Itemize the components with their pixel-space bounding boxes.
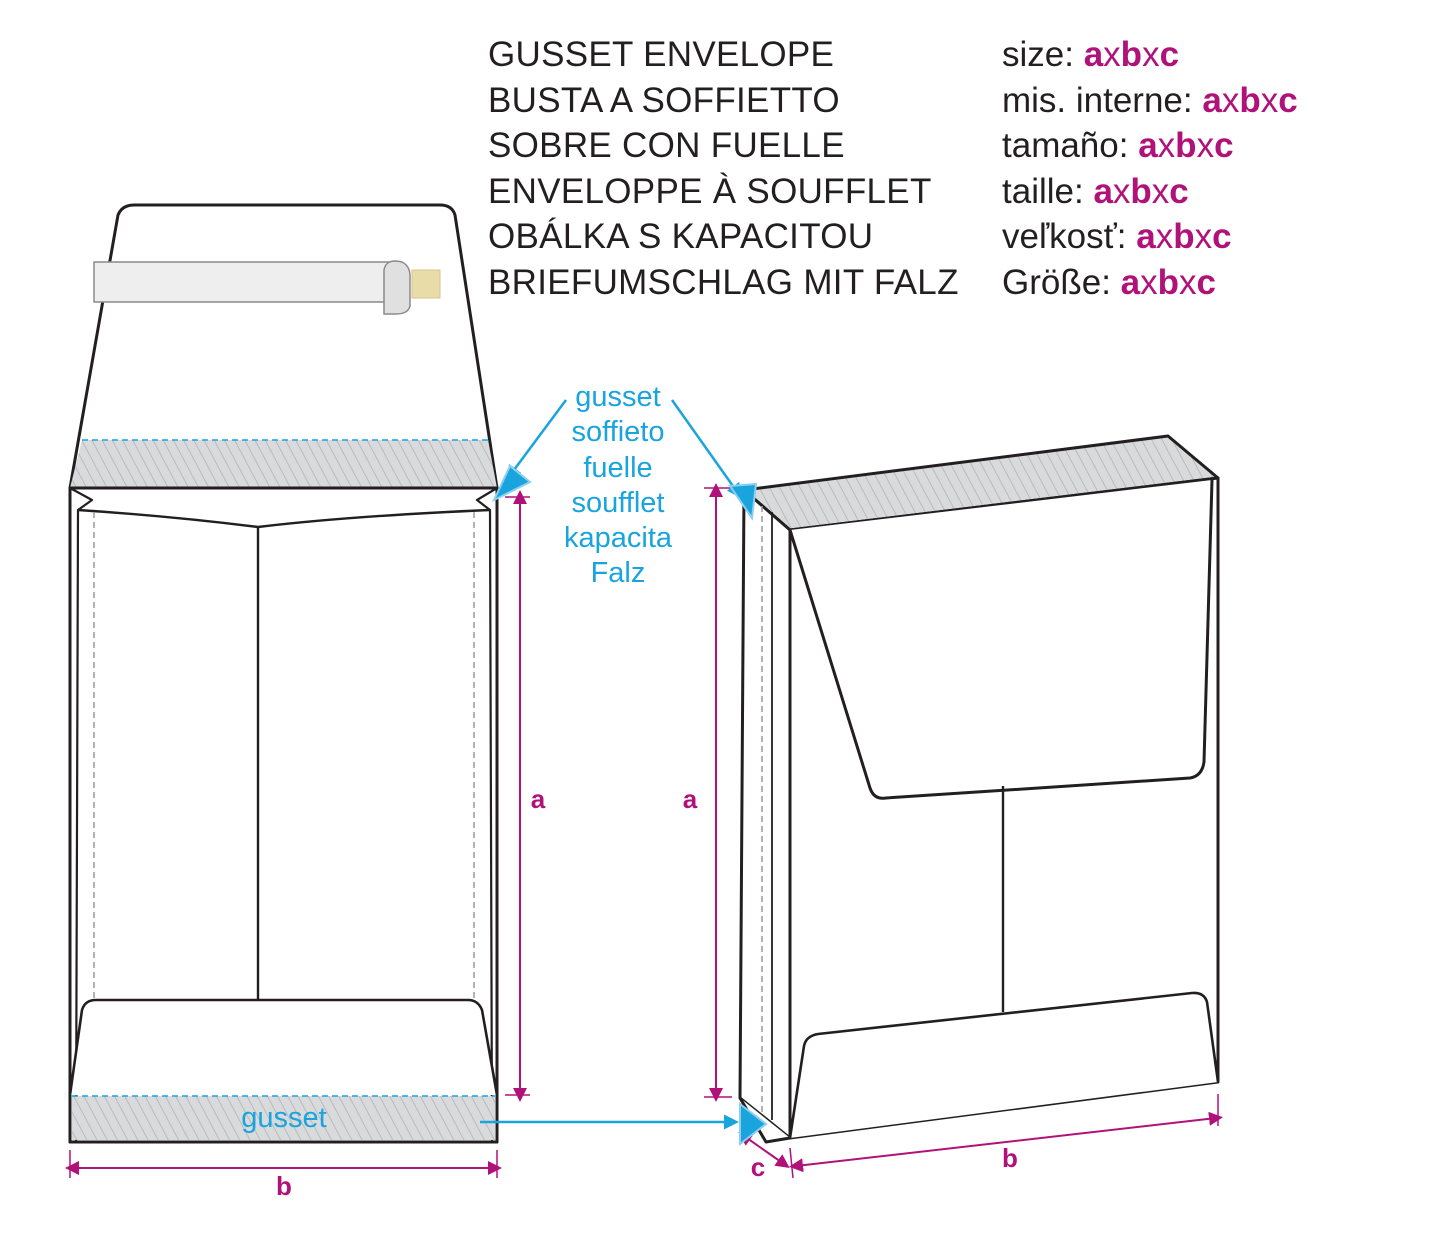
size-label: tamaño: bbox=[1002, 126, 1139, 165]
gusset-label-french: soufflet bbox=[571, 486, 665, 519]
title-line-english: GUSSET ENVELOPE bbox=[488, 35, 835, 74]
size-block: size: axbxc mis. interne: axbxc tamaño: … bbox=[1002, 32, 1298, 305]
top-gusset-strip bbox=[70, 440, 497, 488]
size-a: a bbox=[1083, 35, 1104, 74]
gusset-arrowhead-bottom bbox=[739, 1101, 768, 1147]
size-b: b bbox=[1120, 35, 1143, 74]
size-c: c bbox=[1214, 126, 1234, 165]
size-times: x bbox=[1155, 217, 1174, 256]
gusset-arrow-right bbox=[670, 399, 742, 499]
size-a: a bbox=[1136, 217, 1156, 256]
left-a-label: a bbox=[531, 784, 546, 814]
adhesive-glue bbox=[411, 269, 441, 299]
front-bottom-flap bbox=[788, 991, 1220, 1139]
size-times: x bbox=[1179, 262, 1197, 302]
side-flap-left bbox=[69, 487, 94, 1143]
gusset-arrowhead-left bbox=[491, 464, 532, 503]
title-block: GUSSET ENVELOPE BUSTA A SOFFIETTO SOBRE … bbox=[488, 32, 959, 305]
dimension-lines bbox=[65, 483, 1223, 1179]
side-gusset-face bbox=[738, 488, 792, 1140]
side-flap-right bbox=[475, 487, 498, 1143]
size-b: b bbox=[1157, 262, 1179, 302]
size-c: c bbox=[1169, 171, 1189, 211]
right-c-label: c bbox=[751, 1152, 765, 1182]
size-times: x bbox=[1112, 171, 1131, 211]
gusset-label-spanish: fuelle bbox=[583, 451, 653, 484]
gusset-label-german: Falz bbox=[590, 557, 646, 590]
size-b: b bbox=[1175, 126, 1197, 165]
gusset-arrowheads bbox=[491, 464, 768, 1147]
size-line-english: size: axbxc bbox=[1002, 32, 1298, 78]
size-label: size: bbox=[1002, 35, 1084, 74]
gusset-label-slovak: kapacita bbox=[563, 522, 672, 555]
size-label: taille: bbox=[1002, 171, 1094, 211]
size-b: b bbox=[1173, 217, 1195, 256]
size-times: x bbox=[1221, 80, 1240, 120]
inner-top-flap bbox=[77, 508, 491, 529]
size-c: c bbox=[1278, 80, 1298, 120]
size-line-slovak: veľkosť: axbxc bbox=[1002, 214, 1298, 260]
left-envelope bbox=[68, 203, 499, 1144]
gusset-arrows bbox=[480, 399, 742, 1130]
size-times: x bbox=[1260, 80, 1279, 120]
right-b-label: b bbox=[1002, 1143, 1018, 1173]
size-b: b bbox=[1239, 80, 1261, 120]
size-line-german: Größe: axbxc bbox=[1002, 260, 1298, 306]
left-b-label: b bbox=[276, 1171, 292, 1201]
size-a: a bbox=[1120, 262, 1141, 302]
size-c: c bbox=[1159, 35, 1180, 74]
size-label: veľkosť: bbox=[1002, 217, 1137, 256]
title-line-italian: BUSTA A SOFFIETTO bbox=[488, 80, 840, 120]
size-times: x bbox=[1194, 217, 1213, 256]
bottom-gusset-strip bbox=[72, 1096, 495, 1140]
title-line-german: BRIEFUMSCHLAG MIT FALZ bbox=[488, 262, 959, 302]
bottom-gusset-label: gusset bbox=[241, 1102, 326, 1134]
title-line-slovak: OBÁLKA S KAPACITOU bbox=[488, 217, 874, 256]
gusset-arrowhead-right bbox=[728, 482, 758, 521]
size-label: Größe: bbox=[1002, 262, 1121, 302]
size-times: x bbox=[1103, 35, 1121, 74]
size-b: b bbox=[1130, 171, 1152, 211]
title-line-spanish: SOBRE CON FUELLE bbox=[488, 126, 845, 165]
size-times: x bbox=[1157, 126, 1176, 165]
adhesive-peel-tab bbox=[383, 260, 411, 315]
gusset-label-italian: soffieto bbox=[571, 416, 665, 449]
gusset-label-list: gusset soffieto fuelle soufflet kapacita… bbox=[520, 380, 716, 592]
size-line-spanish: tamaño: axbxc bbox=[1002, 123, 1298, 169]
size-a: a bbox=[1093, 171, 1113, 211]
gusset-label-english: gusset bbox=[575, 381, 661, 413]
size-times: x bbox=[1140, 262, 1158, 302]
size-c: c bbox=[1212, 217, 1232, 256]
front-top-flap bbox=[788, 479, 1214, 800]
gusset-arrow-left bbox=[506, 399, 568, 481]
adhesive-strip bbox=[93, 261, 397, 303]
size-c: c bbox=[1196, 262, 1216, 302]
size-line-italian: mis. interne: axbxc bbox=[1002, 78, 1298, 124]
size-label: mis. interne: bbox=[1002, 80, 1203, 120]
size-line-french: taille: axbxc bbox=[1002, 169, 1298, 215]
right-c-dimension bbox=[738, 1131, 790, 1169]
size-a: a bbox=[1202, 80, 1222, 120]
right-envelope bbox=[738, 434, 1220, 1144]
size-a: a bbox=[1138, 126, 1158, 165]
size-times: x bbox=[1196, 126, 1215, 165]
right-a-label: a bbox=[683, 784, 698, 814]
title-line-french: ENVELOPPE À SOUFFLET bbox=[488, 171, 932, 211]
size-times: x bbox=[1142, 35, 1160, 74]
bottom-flap bbox=[68, 998, 499, 1096]
right-b-dimension bbox=[789, 1111, 1223, 1173]
size-times: x bbox=[1151, 171, 1170, 211]
